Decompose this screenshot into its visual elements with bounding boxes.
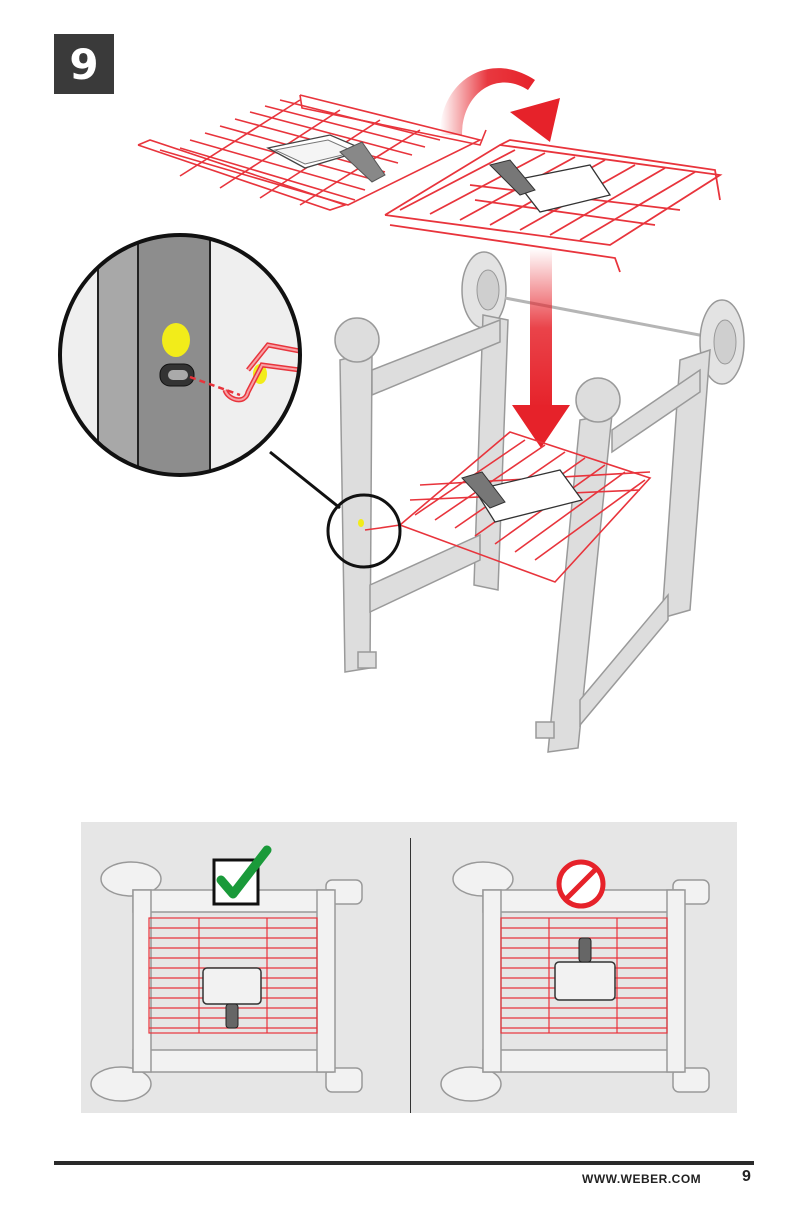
incorrect-orientation-view — [411, 822, 737, 1113]
check-mark-icon — [214, 850, 267, 904]
tray-handle-up — [579, 938, 591, 962]
rotate-arrow — [440, 68, 560, 142]
assembly-illustration — [0, 0, 788, 800]
tray — [268, 135, 385, 182]
page-number: 9 — [742, 1168, 751, 1186]
cart-frame — [335, 315, 710, 752]
detail-magnifier — [55, 230, 305, 480]
orientation-comparison-panel — [81, 822, 737, 1113]
down-arrow — [512, 248, 570, 448]
callout-leader — [270, 452, 340, 508]
incorrect-tray — [555, 962, 615, 1000]
correct-orientation-view — [81, 822, 410, 1113]
tray-handle-down — [226, 1004, 238, 1028]
correct-tray — [203, 968, 261, 1004]
prohibited-icon — [559, 862, 603, 906]
footer-url: WWW.WEBER.COM — [582, 1172, 701, 1186]
footer-rule — [54, 1161, 754, 1165]
